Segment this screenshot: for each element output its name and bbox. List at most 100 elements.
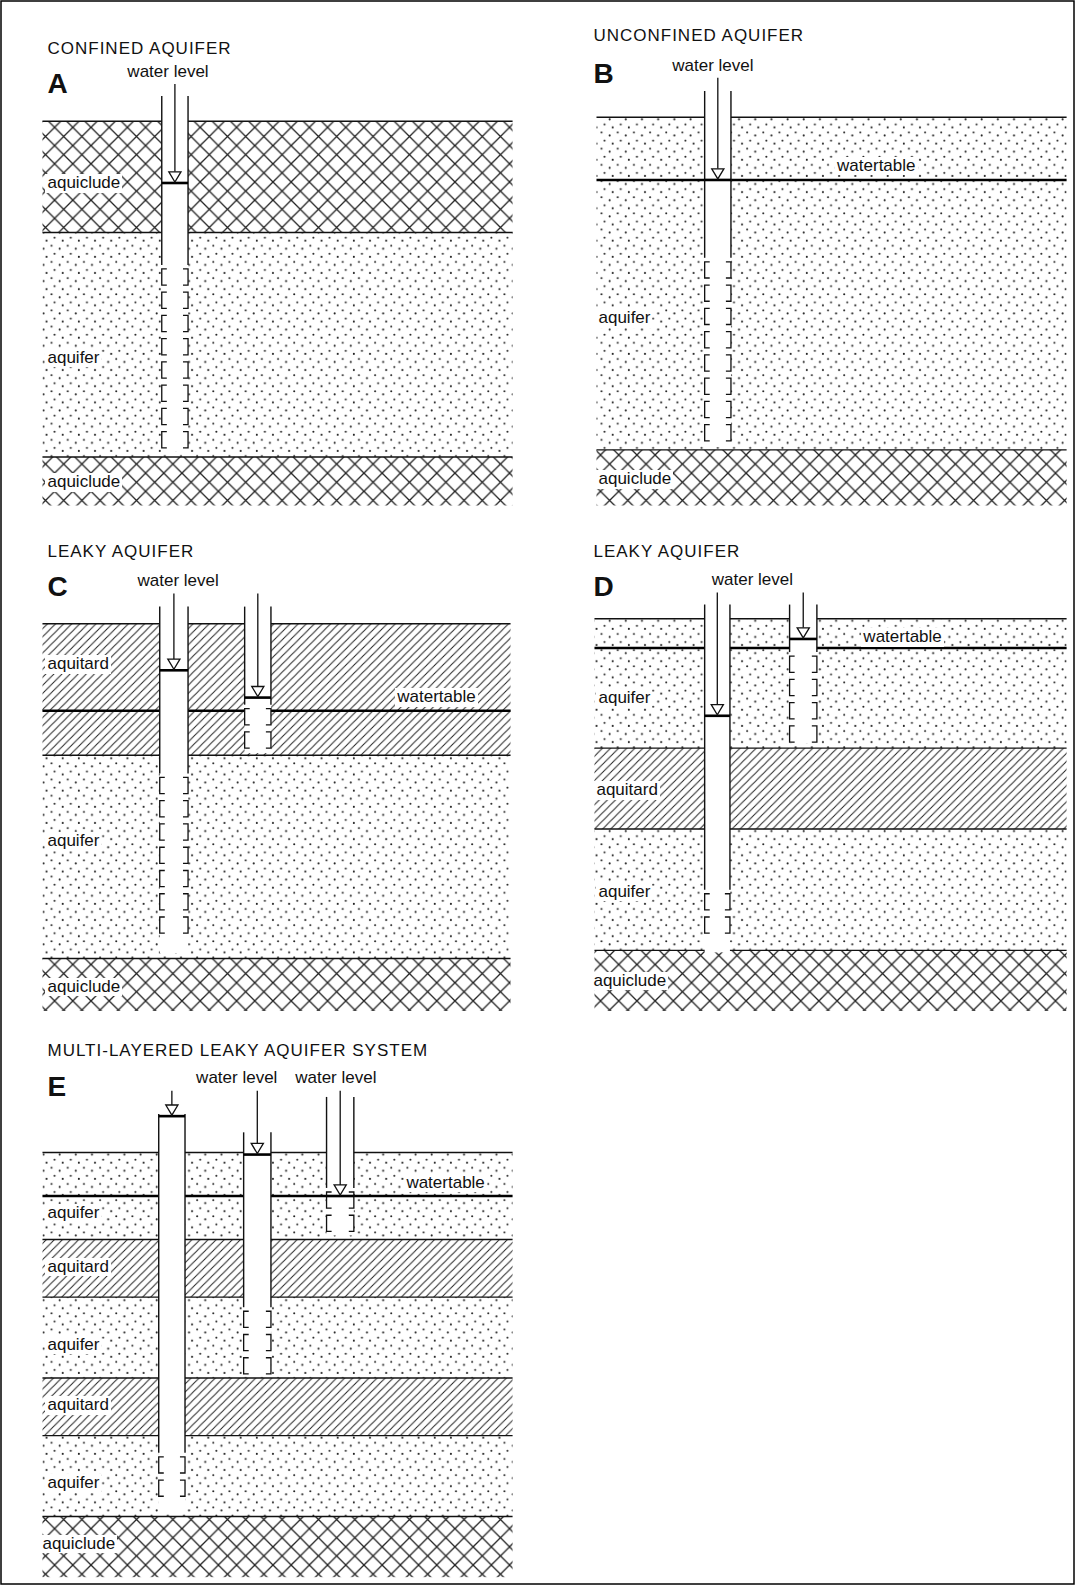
layer-boundary xyxy=(42,958,510,959)
layer-fill xyxy=(596,450,1066,506)
layer-fill xyxy=(42,624,510,755)
layer-name: aquifer xyxy=(45,1474,101,1493)
layer-band: aquifer xyxy=(42,755,510,958)
layer-band: aquifer xyxy=(42,1153,512,1240)
layer-band: aquiclude xyxy=(596,450,1066,506)
layer-name: aquiclude xyxy=(591,972,668,991)
layer-fill xyxy=(42,1436,512,1517)
layer-name: aquitard xyxy=(45,1396,110,1415)
layer-fill xyxy=(42,1297,512,1378)
layer-band: aquiclude xyxy=(42,457,512,506)
layer-name: aquiclude xyxy=(45,174,122,193)
layer-boundary xyxy=(42,1435,512,1436)
layer-boundary xyxy=(42,1152,512,1153)
layer-fill xyxy=(594,619,1066,748)
layer-name: aquiclude xyxy=(40,1535,117,1554)
layer-name: aquifer xyxy=(45,1204,101,1223)
layer-boundary xyxy=(594,747,1066,748)
watertable-label: watertable xyxy=(861,628,943,647)
layer-band: aquitard xyxy=(42,1239,512,1297)
layer-name: aquifer xyxy=(45,832,101,851)
well xyxy=(245,593,271,753)
layer-name: aquitard xyxy=(594,781,659,800)
layer-boundary xyxy=(42,232,512,233)
layer-boundary xyxy=(596,117,1066,118)
layer-name: aquifer xyxy=(596,689,652,708)
layer-band: aquiclude xyxy=(42,958,510,1011)
layer-name: aquiclude xyxy=(596,470,673,489)
panel-title: UNCONFINED AQUIFER xyxy=(591,27,806,46)
layer-band: aquitard xyxy=(594,748,1066,829)
watertable-line xyxy=(42,709,510,712)
watertable-line xyxy=(42,1195,512,1198)
well xyxy=(244,1091,271,1375)
layer-band: aquifer xyxy=(42,233,512,457)
layer-fill xyxy=(42,1153,512,1240)
layer-band: aquiclude xyxy=(42,121,512,232)
water-level-label: water level xyxy=(125,63,210,82)
layer-boundary xyxy=(42,456,512,457)
panel-letter: A xyxy=(45,69,69,100)
well xyxy=(705,78,731,447)
layer-boundary xyxy=(594,828,1066,829)
layer-boundary xyxy=(594,618,1066,619)
water-level-label: water level xyxy=(670,57,755,76)
watertable-label: watertable xyxy=(395,688,477,707)
layer-name: aquifer xyxy=(596,309,652,328)
watertable-label: watertable xyxy=(835,157,917,176)
layer-band: aquiclude xyxy=(42,1517,512,1578)
layer-fill xyxy=(42,457,512,506)
layer-fill xyxy=(42,1239,512,1297)
watertable-line xyxy=(596,179,1066,182)
panel-title: LEAKY AQUIFER xyxy=(45,543,196,562)
layer-band: aquifer xyxy=(42,1436,512,1517)
well xyxy=(327,1091,354,1236)
layer-boundary xyxy=(596,449,1066,450)
water-level-label: water level xyxy=(710,571,795,590)
layer-name: aquiclude xyxy=(45,978,122,997)
layer-fill xyxy=(42,233,512,457)
layer-band: aquifer xyxy=(594,829,1066,950)
panel-letter: B xyxy=(591,59,615,90)
well xyxy=(790,592,817,743)
layer-name: aquitard xyxy=(45,655,110,674)
panel-title: MULTI-LAYERED LEAKY AQUIFER SYSTEM xyxy=(45,1042,430,1061)
panel-letter: D xyxy=(591,572,615,603)
layer-fill xyxy=(596,117,1066,450)
layer-band: aquitard xyxy=(42,1378,512,1436)
layer-fill xyxy=(594,748,1066,829)
layer-fill xyxy=(594,829,1066,950)
panel-letter: E xyxy=(45,1072,68,1103)
layer-boundary xyxy=(42,121,512,122)
watertable-line xyxy=(594,647,1066,650)
well xyxy=(160,593,188,953)
layer-boundary xyxy=(42,755,510,756)
well xyxy=(162,84,188,452)
water-level-label: water level xyxy=(194,1069,279,1088)
layer-name: aquifer xyxy=(45,349,101,368)
layer-fill xyxy=(42,1378,512,1436)
layer-boundary xyxy=(42,1239,512,1240)
layer-name: aquifer xyxy=(596,883,652,902)
water-level-label: water level xyxy=(293,1069,378,1088)
panel-letter: C xyxy=(45,572,69,603)
panel-title: LEAKY AQUIFER xyxy=(591,543,742,562)
layer-boundary xyxy=(42,623,510,624)
water-level-label: water level xyxy=(135,572,220,591)
layer-band: aquifer xyxy=(42,1297,512,1378)
layer-band: aquifer xyxy=(596,117,1066,450)
layer-boundary xyxy=(42,1296,512,1297)
well xyxy=(705,592,730,952)
watertable-label: watertable xyxy=(404,1174,486,1193)
layer-fill xyxy=(42,958,510,1011)
layer-fill xyxy=(42,121,512,232)
layer-boundary xyxy=(42,1516,512,1517)
layer-band: aquifer xyxy=(594,619,1066,748)
well xyxy=(159,1091,185,1514)
layer-boundary xyxy=(42,1377,512,1378)
layer-boundary xyxy=(594,950,1066,951)
layer-name: aquitard xyxy=(45,1258,110,1277)
